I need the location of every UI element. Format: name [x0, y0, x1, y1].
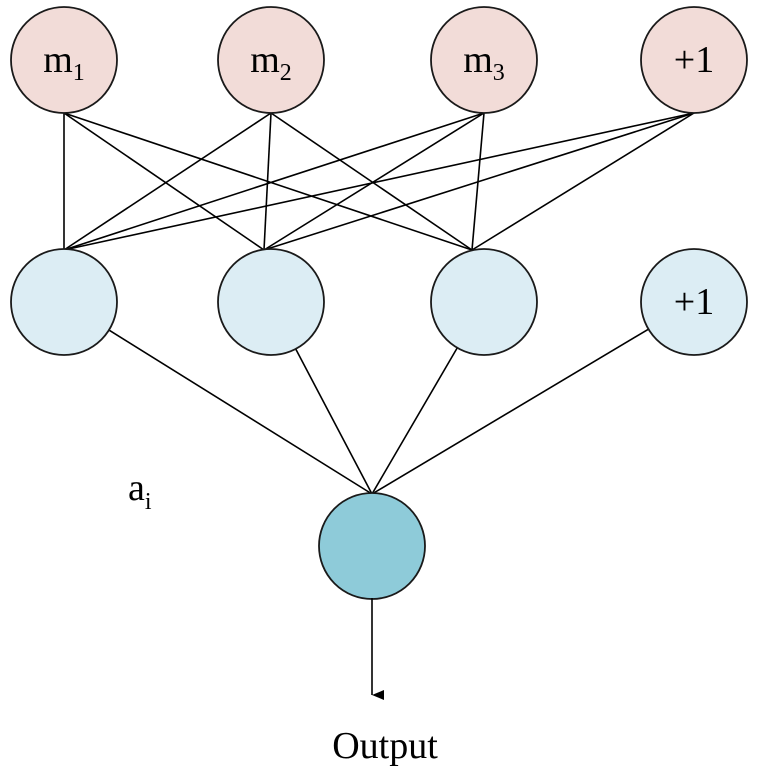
input-node-2: m2: [217, 6, 325, 114]
input-node-1-label-main: m: [43, 39, 73, 81]
edge-input4-hidden3: [471, 112, 695, 251]
input-node-2-label-sub: 2: [280, 60, 292, 86]
hidden-node-2: [217, 248, 325, 356]
input-node-2-label-main: m: [250, 39, 280, 81]
edge-input2-hidden2: [263, 112, 272, 251]
edge-input3-hidden1: [63, 112, 485, 251]
input-node-1: m1: [10, 6, 118, 114]
connection-lines: [63, 112, 695, 495]
input-node-2-circle: [217, 6, 325, 114]
hidden-bias-node-label: +1: [674, 281, 714, 323]
input-bias-node-label-main: +1: [674, 39, 714, 81]
edge-hidden4-output: [371, 328, 649, 495]
input-bias-node: +1: [640, 6, 748, 114]
output-label: Output: [332, 725, 438, 767]
hidden-bias-node-circle: [640, 248, 748, 356]
output-node: [318, 492, 426, 600]
hidden-node-3-circle: [430, 248, 538, 356]
hidden-bias-node: +1: [640, 248, 748, 356]
hidden-node-1-circle: [10, 248, 118, 356]
input-node-1-label: m1: [43, 39, 85, 86]
edge-hidden2-output: [294, 348, 373, 495]
input-node-3-label-sub: 3: [493, 60, 505, 86]
edge-input2-hidden1: [63, 112, 272, 251]
input-node-1-label-sub: 1: [73, 60, 85, 86]
hidden-node-1: [10, 248, 118, 356]
weight-label-sub: i: [145, 489, 152, 515]
output-node-circle: [318, 492, 426, 600]
hidden-node-2-circle: [217, 248, 325, 356]
edge-hidden3-output: [371, 347, 458, 495]
input-node-3: m3: [430, 6, 538, 114]
weight-label: ai: [128, 467, 152, 515]
input-node-3-label-main: m: [463, 39, 493, 81]
edge-hidden1-output: [108, 329, 373, 495]
edge-input4-hidden1: [63, 112, 695, 251]
input-node-1-circle: [10, 6, 118, 114]
edge-input3-hidden2: [263, 112, 485, 251]
edge-input1-hidden2: [63, 112, 265, 251]
edge-input2-hidden3: [270, 112, 473, 251]
input-node-2-label: m2: [250, 39, 292, 86]
input-bias-node-label: +1: [674, 39, 714, 81]
weight-label-main: a: [128, 467, 145, 509]
hidden-bias-node-label-main: +1: [674, 281, 714, 323]
edge-input4-hidden2: [263, 112, 695, 251]
input-node-3-circle: [430, 6, 538, 114]
input-node-3-label: m3: [463, 39, 505, 86]
hidden-node-3: [430, 248, 538, 356]
input-bias-node-circle: [640, 6, 748, 114]
